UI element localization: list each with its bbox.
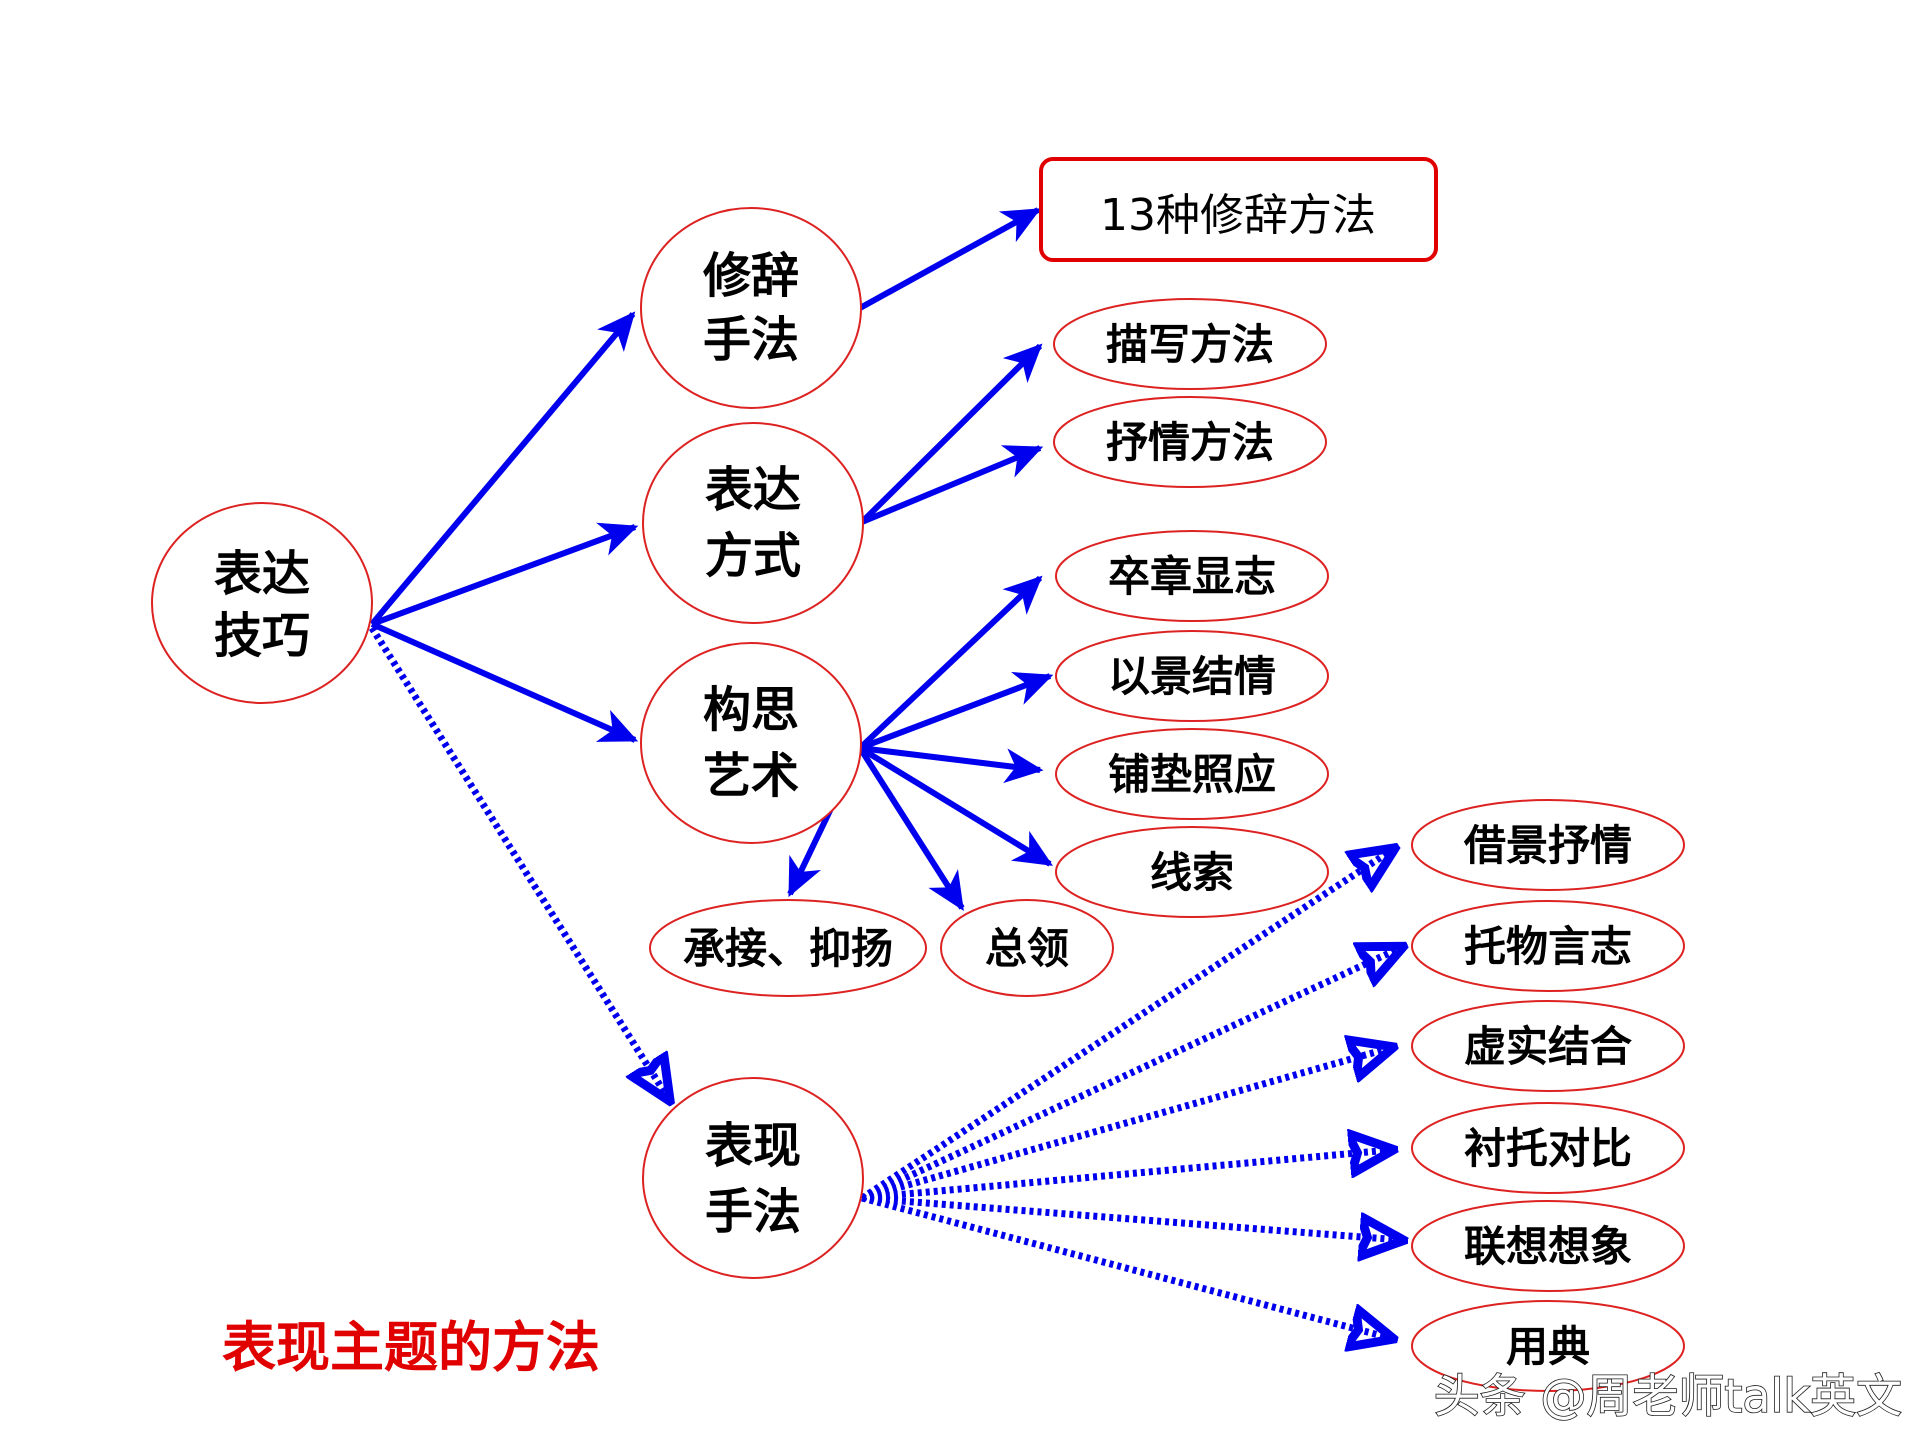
conception-label-line1: 构思 — [703, 682, 799, 738]
arrow-performance-to-virtual — [861, 1048, 1390, 1202]
arrow-root-to-performance — [369, 626, 668, 1098]
arrow-performance-to-borrow-scene — [860, 850, 1392, 1201]
arrow-conception-to-ending — [857, 575, 1043, 751]
node-object-ambition — [1411, 900, 1685, 992]
transition-label: 承接、抑扬 — [683, 924, 893, 973]
arrow-expression-to-lyric — [860, 445, 1044, 525]
overview-label: 总领 — [985, 924, 1069, 973]
node-contrast — [1411, 1102, 1685, 1194]
arrow-expression-to-description — [859, 343, 1043, 525]
node-clue — [1055, 826, 1329, 918]
allusion-label: 用典 — [1506, 1322, 1590, 1371]
clue-label: 线索 — [1150, 848, 1234, 897]
node-scene-emotion — [1055, 630, 1329, 722]
foreshadow-label: 铺垫照应 — [1108, 750, 1276, 799]
node-expression — [642, 422, 864, 624]
arrow-performance-to-contrast — [861, 1150, 1390, 1202]
description-label: 描写方法 — [1106, 320, 1274, 369]
node-transition — [649, 899, 927, 997]
node-lyric — [1053, 396, 1327, 488]
node-virtual-real — [1411, 1000, 1685, 1092]
box-rhetoric-methods — [1039, 157, 1438, 262]
rhetoric-label-line2: 手法 — [703, 312, 799, 368]
arrow-performance-to-allusion — [861, 1194, 1390, 1338]
borrow-scene-label: 借景抒情 — [1463, 821, 1632, 870]
object-ambition-label: 托物言志 — [1464, 922, 1632, 971]
arrow-root-to-expression — [370, 522, 639, 627]
lyric-label: 抒情方法 — [1106, 418, 1274, 467]
node-foreshadow — [1055, 728, 1329, 820]
node-root — [151, 502, 373, 704]
node-allusion — [1411, 1300, 1685, 1392]
caption: 表现主题的方法 — [222, 1315, 600, 1379]
node-overview — [940, 899, 1114, 997]
imagination-label: 联想想象 — [1464, 1222, 1632, 1271]
watermark: 头条 @周老师talk英文 — [1434, 1369, 1902, 1423]
arrow-performance-to-object — [860, 948, 1400, 1202]
arrow-performance-to-imagination — [861, 1194, 1400, 1240]
root-label-line1: 表达 — [214, 546, 310, 602]
expression-label-line1: 表达 — [705, 462, 801, 518]
node-conception — [640, 642, 862, 844]
arrow-conception-to-overview — [857, 746, 965, 911]
performance-label-line1: 表现 — [705, 1118, 801, 1174]
arrow-rhetoric-to-box — [858, 207, 1042, 311]
arrow-conception-to-foreshadow — [859, 745, 1044, 784]
arrow-conception-to-clue — [858, 745, 1053, 867]
arrow-conception-to-scene — [858, 672, 1054, 751]
performance-label-line2: 手法 — [705, 1184, 801, 1240]
ending-label: 卒章显志 — [1108, 552, 1276, 601]
contrast-label: 衬托对比 — [1464, 1124, 1632, 1173]
rhetoric-label-line1: 修辞 — [703, 248, 799, 304]
root-label-line2: 技巧 — [214, 608, 310, 664]
node-performance — [642, 1077, 864, 1279]
scene-emotion-label: 以景结情 — [1108, 652, 1276, 701]
node-rhetoric — [640, 207, 862, 409]
box-rhetoric-methods-label: 13种修辞方法 — [1100, 190, 1376, 241]
node-description — [1053, 298, 1327, 390]
node-imagination — [1411, 1200, 1685, 1292]
node-borrow-scene — [1411, 799, 1685, 891]
arrow-root-to-conception — [370, 621, 639, 743]
conception-label-line2: 艺术 — [703, 748, 799, 804]
expression-label-line2: 方式 — [705, 528, 801, 584]
arrow-root-to-rhetoric — [369, 311, 636, 626]
virtual-real-label: 虚实结合 — [1464, 1022, 1632, 1071]
node-ending — [1055, 530, 1329, 622]
